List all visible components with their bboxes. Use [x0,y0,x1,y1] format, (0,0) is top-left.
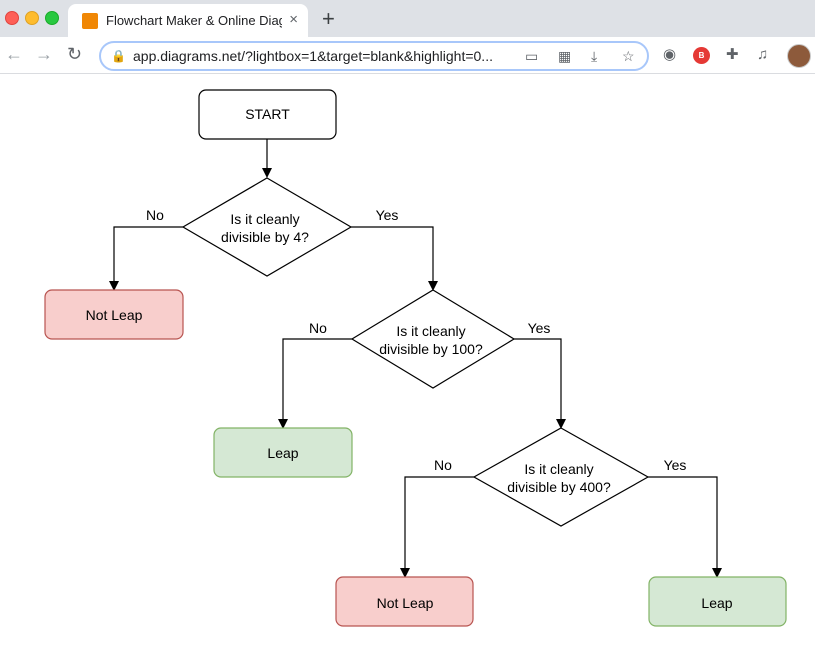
browser-tab[interactable]: Flowchart Maker & Online Diag × [68,4,308,37]
avatar[interactable] [787,44,811,68]
edge-d3-yes [648,476,722,578]
extension-badge-icon[interactable]: B [693,47,710,64]
edge-d1-no [109,226,183,291]
not-leap-label-1: Not Leap [86,307,143,323]
forward-icon[interactable]: → [35,44,53,64]
new-tab-button[interactable]: + [322,6,335,31]
decision2-line1: Is it cleanly [396,323,465,339]
decision3-line1: Is it cleanly [524,461,593,477]
decision-divisible-by-4[interactable]: Is it cleanly divisible by 4? [181,177,353,277]
edge-label-no-2: No [309,320,327,336]
edge-d3-no [400,476,474,578]
start-node[interactable]: START [198,89,337,140]
result-not-leap-1[interactable]: Not Leap [44,289,184,340]
edge-label-no-3: No [434,457,452,473]
edge-label-yes-2: Yes [528,320,551,336]
minimize-window-button[interactable] [25,11,39,25]
tab-close-icon[interactable]: × [289,11,298,28]
media-icon[interactable]: ♫ [757,46,769,63]
cast-icon[interactable]: ▭ [525,48,539,64]
address-bar[interactable]: 🔒 app.diagrams.net/?lightbox=1&target=bl… [99,41,649,71]
edge-d2-yes [514,338,566,429]
edge-d1-yes [351,226,438,291]
back-icon[interactable]: ← [5,44,23,64]
edge-label-yes-1: Yes [376,207,399,223]
qr-icon[interactable]: ▦ [558,48,572,64]
result-not-leap-2[interactable]: Not Leap [335,576,474,627]
leap-label-2: Leap [701,595,732,611]
reload-icon[interactable]: ↻ [67,44,83,64]
close-window-button[interactable] [5,11,19,25]
decision-divisible-by-100[interactable]: Is it cleanly divisible by 100? [350,289,516,389]
leap-label-1: Leap [267,445,298,461]
result-leap-1[interactable]: Leap [213,427,353,478]
start-label: START [245,106,290,122]
edge-d2-no [278,338,352,429]
decision2-line2: divisible by 100? [379,341,483,357]
decision3-line2: divisible by 400? [507,479,611,495]
install-icon[interactable]: ⤓ [591,48,598,64]
diagram-canvas: START Is it cleanly divisible by 4? Is i… [0,74,815,659]
decision1-line1: Is it cleanly [230,211,299,227]
browser-toolbar: ← → ↻ 🔒 app.diagrams.net/?lightbox=1&tar… [0,37,815,74]
star-icon[interactable]: ☆ [622,48,635,64]
drawio-favicon-icon [82,13,98,29]
tab-bar: Flowchart Maker & Online Diag × + [0,0,815,37]
lock-icon[interactable]: 🔒 [111,49,126,63]
flowchart-svg: START Is it cleanly divisible by 4? Is i… [44,89,787,627]
edge-label-yes-3: Yes [664,457,687,473]
decision1-line2: divisible by 4? [221,229,309,245]
url-text[interactable]: app.diagrams.net/?lightbox=1&target=blan… [133,48,493,64]
not-leap-label-2: Not Leap [377,595,434,611]
extension-circle-icon[interactable]: ◉ [663,46,677,63]
decision-divisible-by-400[interactable]: Is it cleanly divisible by 400? [472,427,650,527]
tab-title: Flowchart Maker & Online Diag [106,13,282,28]
extension-icon[interactable]: ✚ [726,46,739,63]
zoom-window-button[interactable] [45,11,59,25]
edge-label-no-1: No [146,207,164,223]
result-leap-2[interactable]: Leap [648,576,787,627]
